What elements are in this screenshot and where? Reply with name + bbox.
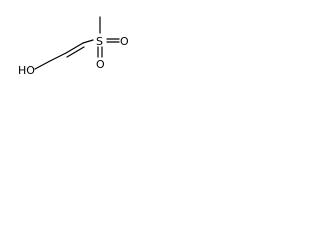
bond-c2-c3-double-a [65, 42, 84, 54]
bond-o-c1 [34, 60, 51, 70]
hydroxyl-label: HO [18, 64, 35, 77]
bond-c3-s [82, 39, 94, 44]
sulfur-label: S [96, 35, 103, 48]
bond-c2-c3-double-b [66, 46, 85, 58]
bond-c1-c2 [49, 52, 67, 62]
oxygen-bottom-label: O [96, 58, 105, 71]
oxygen-right-label: O [120, 35, 129, 48]
structure-canvas: HO S O O [0, 0, 143, 100]
molecule-diagram: HO S O O [18, 16, 129, 77]
